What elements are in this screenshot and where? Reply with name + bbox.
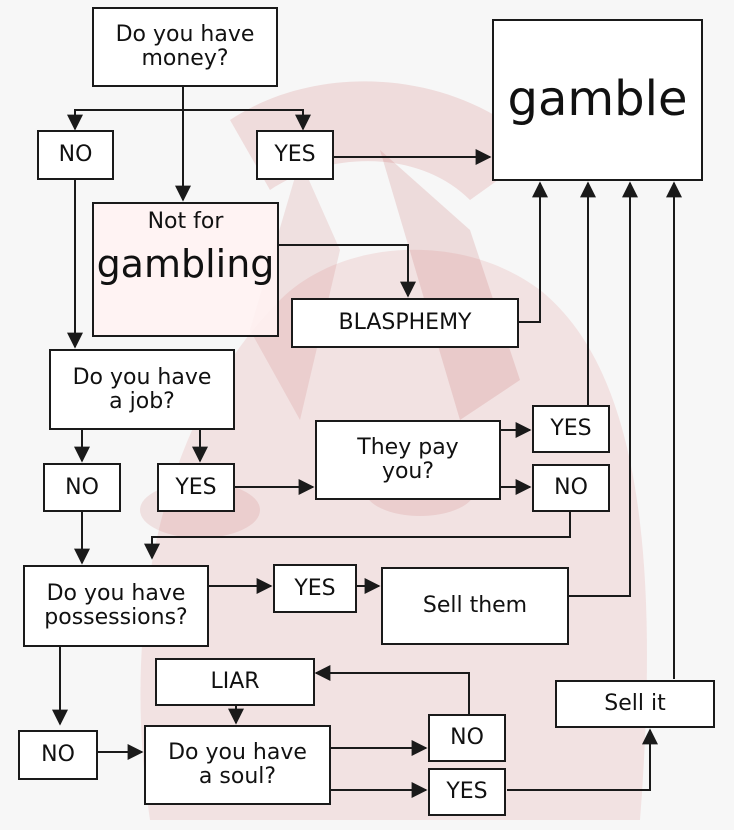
node-no-possessions: NO — [18, 730, 98, 780]
node-yes-possessions: YES — [273, 564, 357, 613]
node-sell-them: Sell them — [381, 567, 569, 645]
not-for-label: Not for — [147, 209, 224, 234]
node-they-pay-question: They pay you? — [315, 420, 501, 500]
node-yes-soul: YES — [428, 768, 506, 816]
node-yes-job: YES — [157, 463, 235, 512]
node-job-question: Do you have a job? — [49, 349, 235, 430]
node-sell-it: Sell it — [555, 680, 715, 728]
node-possessions-question: Do you have possessions? — [23, 565, 209, 647]
node-soul-question: Do you have a soul? — [144, 725, 331, 805]
node-no-soul: NO — [428, 714, 506, 762]
node-not-for-gambling: Not for gambling — [92, 202, 279, 337]
node-gamble: gamble — [492, 19, 703, 181]
node-blasphemy: BLASPHEMY — [291, 298, 519, 348]
node-no-money: NO — [37, 130, 114, 180]
node-money-question: Do you have money? — [92, 7, 278, 87]
node-no-pay: NO — [532, 464, 610, 512]
node-yes-pay: YES — [532, 405, 610, 453]
node-no-job: NO — [43, 463, 121, 512]
node-liar: LIAR — [155, 658, 315, 706]
gambling-label: gambling — [96, 241, 275, 286]
node-yes-money: YES — [256, 130, 334, 180]
